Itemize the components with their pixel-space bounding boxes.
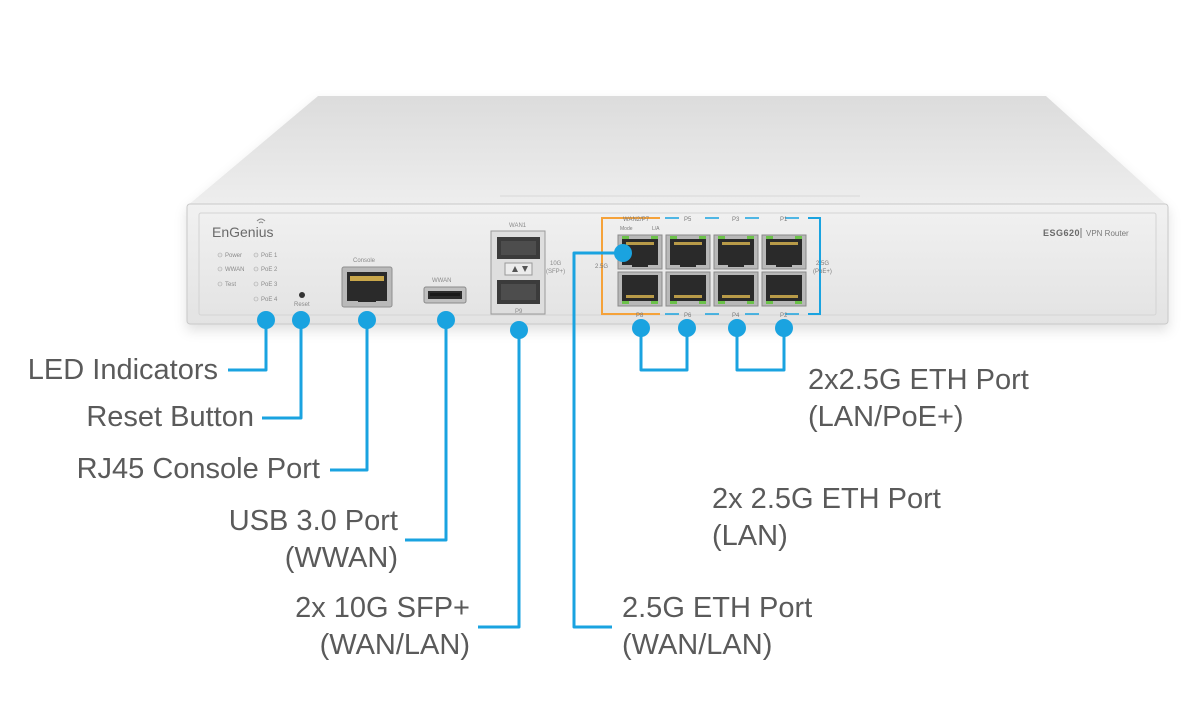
brand-name: EnGenius <box>212 224 273 240</box>
eth-activity-led <box>795 301 802 304</box>
poe-frame <box>808 217 821 315</box>
led-label-poe2: PoE 2 <box>261 267 278 273</box>
eth-poe-callout-line <box>735 328 786 372</box>
eth-activity-led <box>699 301 706 304</box>
callout-led-indicators: LED Indicators <box>28 352 218 389</box>
eth-top-label-4: P1 <box>780 217 788 223</box>
eth-link-led <box>670 236 677 239</box>
eth-la-label: L/A <box>652 226 660 232</box>
led-indicator-panel: Power WWAN Test PoE 1 PoE 2 PoE 3 PoE 4 <box>217 252 278 303</box>
eth-activity-led <box>699 236 706 239</box>
console-callout-line <box>330 320 369 472</box>
eth-link-led <box>622 301 629 304</box>
eth-wan-callout-line <box>572 251 623 629</box>
usb-port[interactable]: WWAN <box>423 278 467 304</box>
chassis-top <box>187 96 1168 206</box>
eth-link-led <box>718 301 725 304</box>
eth-port-p3[interactable] <box>713 234 759 270</box>
callout-console-text: RJ45 Console Port <box>76 453 320 485</box>
callout-reset-text: Reset Button <box>86 401 254 433</box>
sfp-port-2[interactable] <box>497 280 540 304</box>
eth-bottom-label-3: P4 <box>732 313 740 319</box>
engenius-logo: EnGenius <box>212 218 273 240</box>
sfp-arrows-icon <box>504 262 533 276</box>
callout-eth-lan-ports: 2x 2.5G ETH Port (LAN) <box>712 481 941 555</box>
console-label: Console <box>353 258 376 264</box>
sfp-speed-label: 10G <box>550 261 562 267</box>
eth-bottom-label-1: P8 <box>636 313 644 319</box>
eth-right-poe-label: (PoE+) <box>813 269 832 275</box>
callout-eth-poe-ports: 2x2.5G ETH Port (LAN/PoE+) <box>808 362 1029 436</box>
ethernet-ports: WAN2/P7 P5 P3 P1 Mode L/A 2.5G 2.5G (PoE… <box>595 217 832 319</box>
callout-eth-poe-line2: (LAN/PoE+) <box>808 401 964 433</box>
eth-top-label-3: P3 <box>732 217 740 223</box>
reset-button[interactable]: Reset <box>294 292 310 308</box>
eth-link-led <box>766 301 773 304</box>
eth-link-led <box>718 236 725 239</box>
callout-eth-wan-line1: 2.5G ETH Port <box>622 592 813 624</box>
led-label-power: Power <box>225 253 242 259</box>
eth-right-speed-label: 2.5G <box>816 261 829 267</box>
eth-bottom-label-4: P2 <box>780 313 788 319</box>
led-label-poe1: PoE 1 <box>261 253 278 259</box>
reset-callout-line <box>262 320 303 420</box>
eth-link-led <box>622 236 629 239</box>
usb-callout-line <box>405 320 448 542</box>
callout-eth-wan-port: 2.5G ETH Port (WAN/LAN) <box>622 590 812 664</box>
callout-usb-port: USB 3.0 Port (WWAN) <box>229 503 398 577</box>
console-port[interactable]: Console <box>341 258 393 308</box>
eth-link-led <box>766 236 773 239</box>
callout-sfp-line1: 2x 10G SFP+ <box>295 592 470 624</box>
eth-port-p5[interactable] <box>665 234 711 270</box>
sfp-type-label: (SFP+) <box>546 269 565 275</box>
eth-activity-led <box>651 301 658 304</box>
callout-usb-line2: (WWAN) <box>284 542 398 574</box>
callout-reset-button: Reset Button <box>86 399 254 436</box>
eth-port-p1[interactable] <box>761 234 807 270</box>
eth-port-p8[interactable] <box>617 271 663 307</box>
sfp-top-label: WAN1 <box>509 223 527 229</box>
callout-lines <box>228 251 786 629</box>
callout-led-text: LED Indicators <box>27 354 218 386</box>
callout-eth-poe-line1: 2x2.5G ETH Port <box>808 364 1029 396</box>
callout-console-port: RJ45 Console Port <box>77 451 320 488</box>
callout-eth-lan-line1: 2x 2.5G ETH Port <box>712 483 941 515</box>
sfp-ports: WAN1 P9 10G (SFP+) <box>490 223 565 315</box>
sfp-callout-line <box>478 330 521 629</box>
callout-usb-line1: USB 3.0 Port <box>228 505 398 537</box>
sfp-port-1[interactable] <box>497 237 540 259</box>
wwan-port-label: WWAN <box>432 278 451 284</box>
eth-port-p4[interactable] <box>713 271 759 307</box>
led-callout-line <box>228 320 268 372</box>
eth-activity-led <box>747 301 754 304</box>
eth-top-label-1: WAN2/P7 <box>623 217 650 223</box>
led-label-wwan: WWAN <box>225 267 244 273</box>
callout-eth-lan-line2: (LAN) <box>712 520 788 552</box>
led-label-poe4: PoE 4 <box>261 297 278 303</box>
eth-left-speed-label: 2.5G <box>595 264 608 270</box>
model-subtitle: VPN Router <box>1086 229 1129 238</box>
callout-sfp-ports: 2x 10G SFP+ (WAN/LAN) <box>295 590 470 664</box>
eth-lan-callout-line <box>639 328 689 372</box>
model-name: ESG620 <box>1043 228 1080 238</box>
eth-bottom-label-2: P6 <box>684 313 692 319</box>
eth-link-led <box>670 301 677 304</box>
eth-activity-led <box>795 236 802 239</box>
eth-activity-led <box>747 236 754 239</box>
eth-top-label-2: P5 <box>684 217 692 223</box>
callout-sfp-line2: (WAN/LAN) <box>319 629 470 661</box>
callout-eth-wan-line2: (WAN/LAN) <box>622 629 773 661</box>
eth-mode-label: Mode <box>620 226 633 232</box>
sfp-bottom-label: P9 <box>515 309 523 315</box>
eth-port-p2[interactable] <box>761 271 807 307</box>
callout-dots <box>257 244 793 339</box>
led-label-poe3: PoE 3 <box>261 282 278 288</box>
eth-port-p6[interactable] <box>665 271 711 307</box>
eth-activity-led <box>651 236 658 239</box>
led-label-test: Test <box>225 282 236 288</box>
eth-port-wan2-p7[interactable] <box>617 234 663 270</box>
reset-label: Reset <box>294 302 310 308</box>
